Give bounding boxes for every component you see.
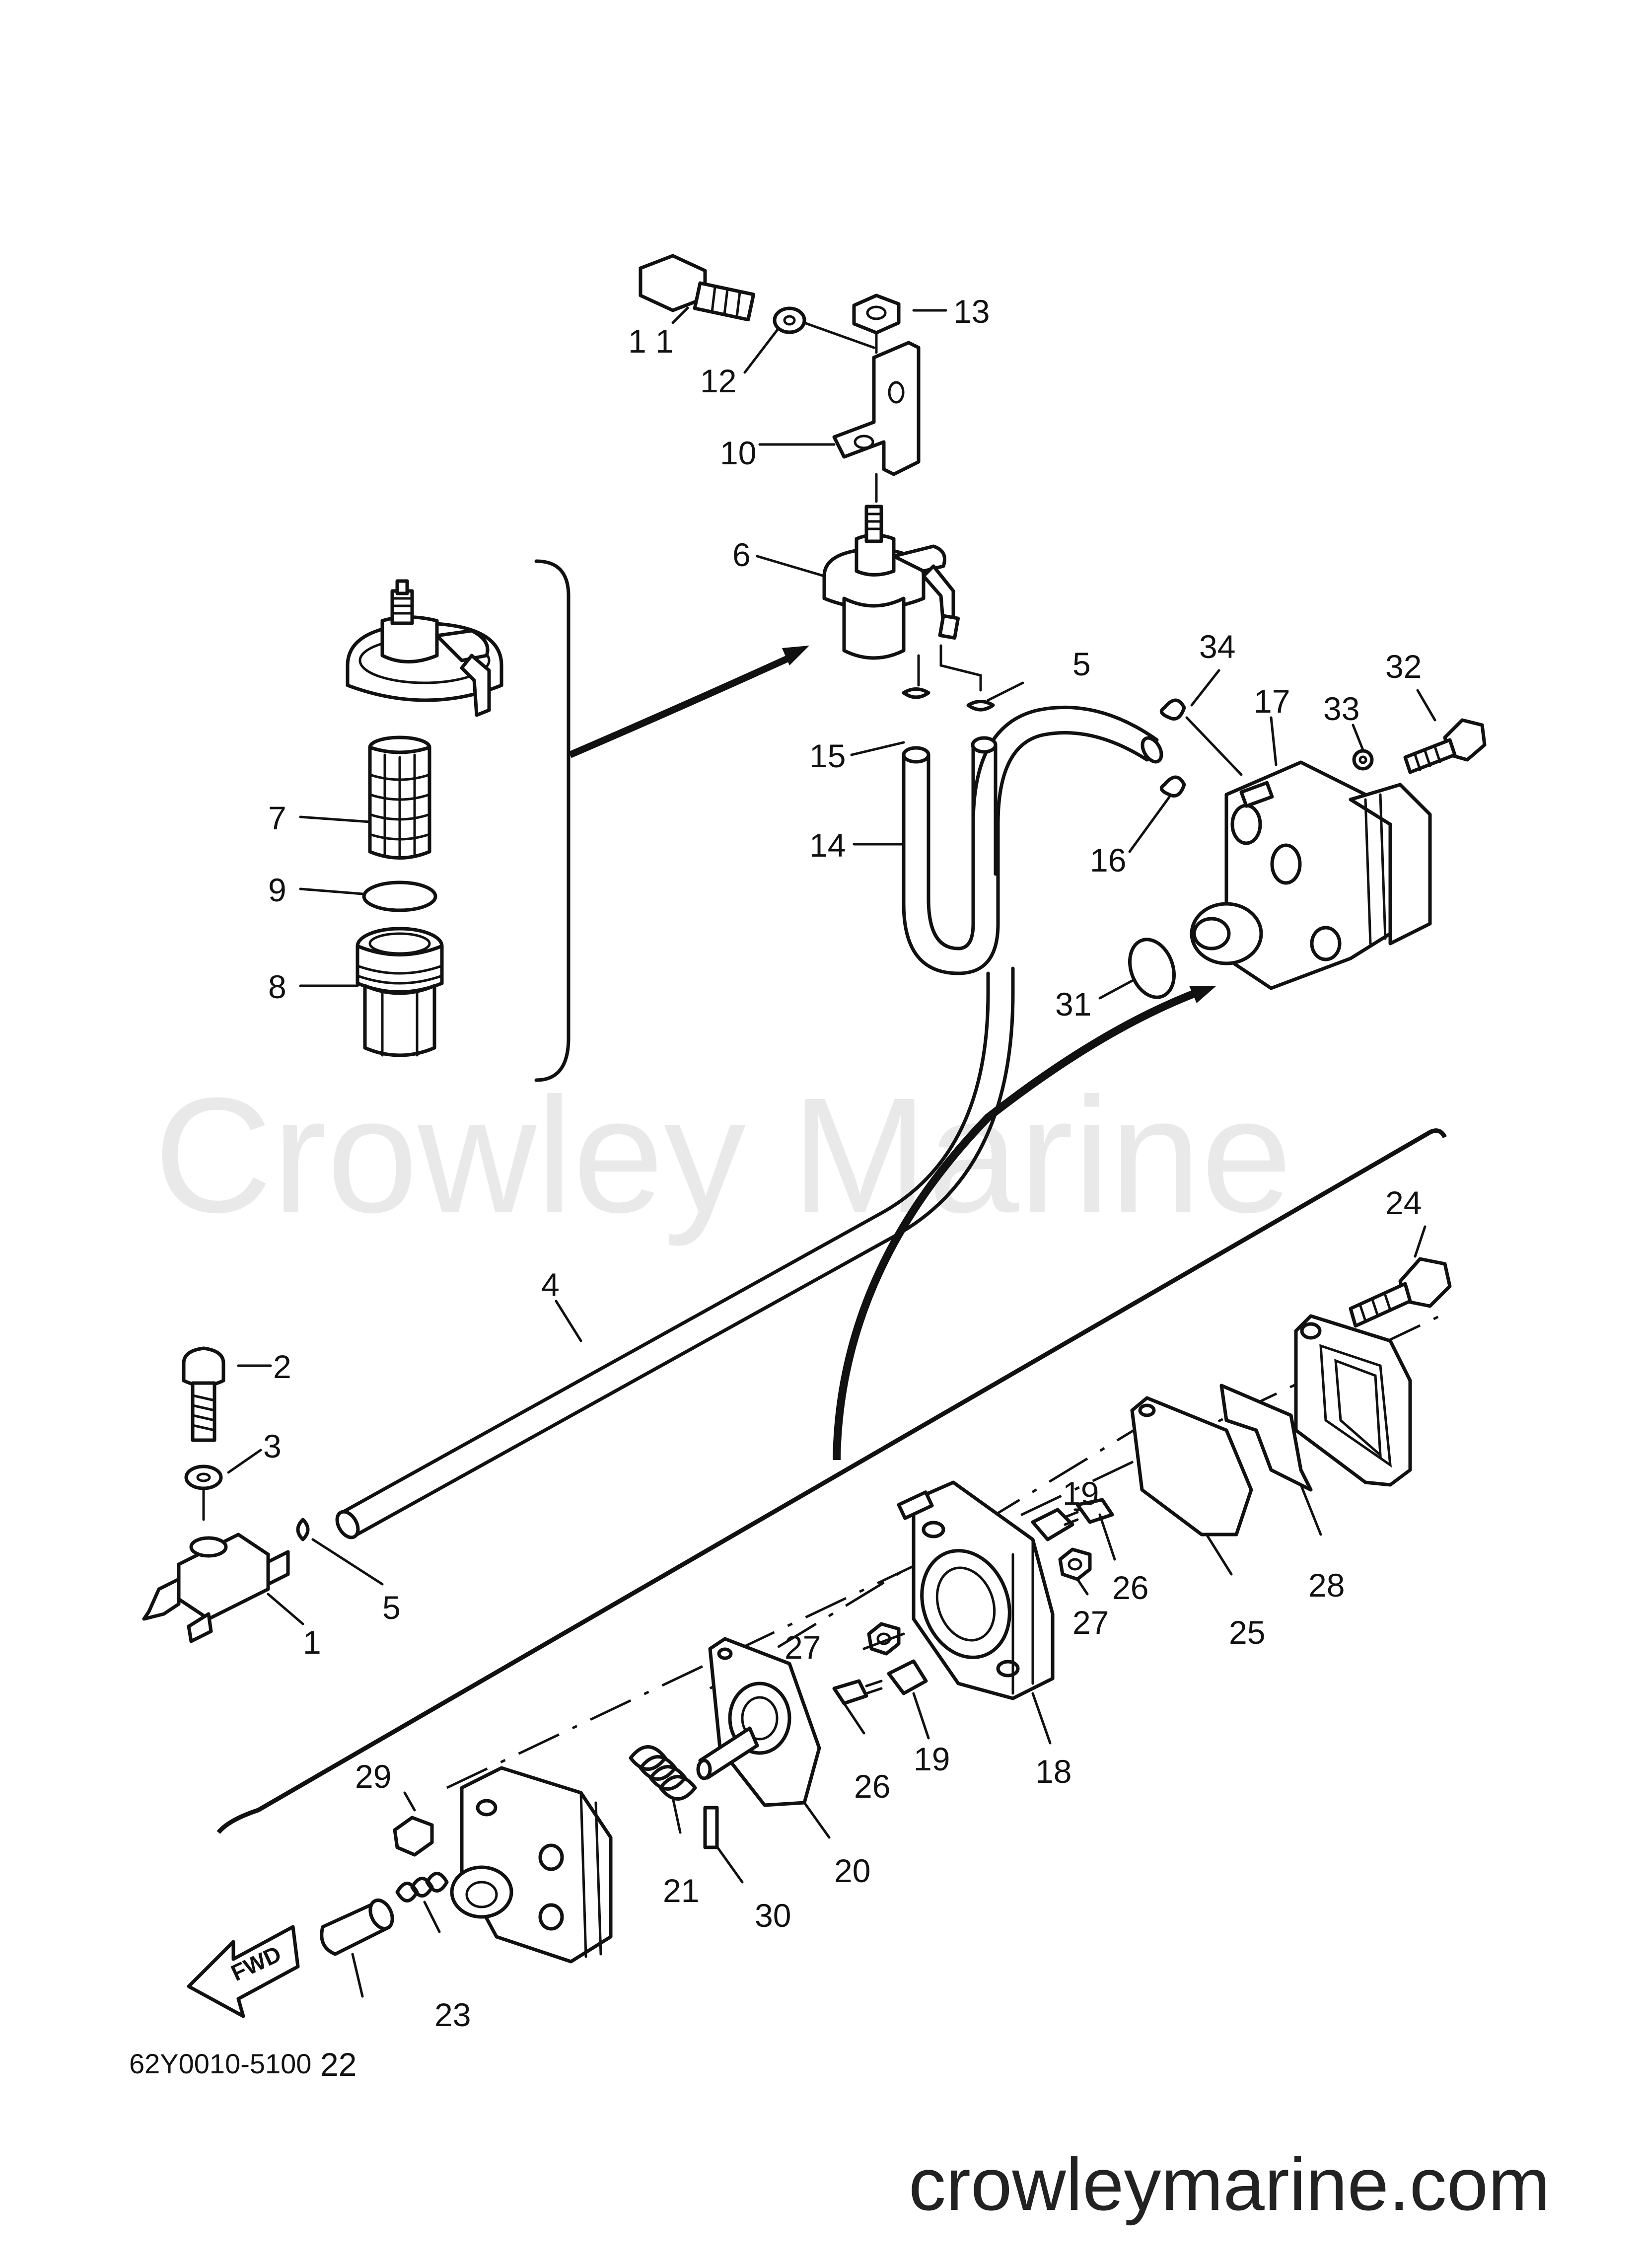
callout-32: 32: [1385, 648, 1422, 685]
clip-16: [1159, 775, 1186, 798]
filter-cup-8: [356, 927, 444, 1057]
gasket-25: [1130, 1396, 1253, 1536]
bolt-24: [1349, 1257, 1452, 1328]
callout-15: 15: [809, 737, 846, 774]
fuel-pump-17: [1190, 760, 1432, 990]
watermark-text: Crowley Marine: [154, 1063, 1292, 1247]
group-bracket: [534, 559, 571, 1082]
callout-18: 18: [1035, 1753, 1071, 1790]
nut-27-left: [867, 1622, 901, 1656]
arrow-to-pump: [833, 987, 1203, 1461]
callout-21: 21: [663, 1872, 699, 1909]
website-url: crowleymarine.com: [909, 2142, 1550, 2226]
bracket-10: [832, 341, 921, 476]
screw-26-lower: [832, 1679, 883, 1705]
washer-12: [773, 306, 806, 334]
callout-20: 20: [834, 1852, 870, 1889]
callout-31: 31: [1055, 986, 1091, 1023]
callout-3: 3: [263, 1428, 282, 1464]
callout-24: 24: [1385, 1184, 1422, 1221]
callout-26-lower: 26: [854, 1768, 890, 1805]
fuel-hose-14: [902, 705, 1163, 975]
callout-2: 2: [273, 1348, 291, 1385]
nut-13: [852, 293, 901, 335]
valve-19-lower: [887, 1659, 928, 1695]
callout-29: 29: [355, 1758, 391, 1795]
spring-23: [395, 1872, 449, 1902]
filter-cap-assembly: [346, 579, 503, 717]
diagram-code: 62Y0010-5100: [129, 2048, 311, 2079]
callout-26-upper: 26: [1112, 1569, 1148, 1606]
callout-1: 1: [303, 1624, 321, 1661]
callout-33: 33: [1323, 690, 1359, 727]
screw-26-upper: [1064, 1498, 1114, 1526]
callout-19-lower: 19: [914, 1741, 950, 1777]
spring-21: [629, 1745, 697, 1801]
fuel-filter-6: [822, 505, 960, 660]
callout-27-left: 27: [785, 1629, 821, 1666]
callout-6: 6: [732, 536, 751, 573]
callout-34: 34: [1199, 628, 1235, 665]
callout-7: 7: [268, 800, 286, 836]
clip-34: [1159, 698, 1186, 721]
screw-2: [182, 1346, 225, 1442]
filter-element-7: [368, 735, 431, 860]
callout-22: 22: [320, 2046, 357, 2083]
callout-9: 9: [268, 872, 286, 908]
diaphragm-20: [696, 1637, 821, 1807]
exploded-bracket-line: [216, 1128, 1447, 1834]
callout-28: 28: [1308, 1567, 1345, 1604]
bolt-11: [639, 254, 756, 322]
washer-3: [184, 1464, 223, 1490]
callout-23: 23: [434, 1996, 471, 2033]
callout-labels: 1 1 12 13 10 6 5 15 14 7 9 8 34 32 17 33…: [263, 293, 1422, 2083]
leader-lines: [227, 306, 1436, 1998]
callout-5-upper: 5: [1072, 646, 1091, 682]
clip-15: [902, 687, 930, 699]
callout-13: 13: [953, 293, 990, 330]
callout-12: 12: [700, 363, 736, 399]
fwd-direction-arrow: FWD: [187, 1925, 300, 2018]
pin-30: [703, 1806, 719, 1849]
clip-5-lower: [296, 1518, 310, 1541]
arrow-to-filter: [569, 652, 796, 758]
callout-8: 8: [268, 968, 286, 1005]
callout-27-right: 27: [1072, 1604, 1109, 1641]
fuel-joint-1: [142, 1533, 290, 1643]
callout-30: 30: [755, 1897, 791, 1934]
nut-29: [393, 1816, 434, 1857]
nut-27-right: [1058, 1547, 1092, 1581]
pump-cover-28: [1219, 1314, 1412, 1492]
callout-16: 16: [1090, 842, 1126, 878]
washer-33: [1352, 749, 1374, 771]
pump-base: [450, 1766, 613, 1964]
bolt-32: [1403, 718, 1487, 774]
callout-10: 10: [720, 435, 756, 471]
clip-5-upper: [966, 700, 995, 712]
o-ring-9: [362, 880, 437, 912]
o-ring-31: [1128, 938, 1176, 999]
fuel-hose-4: [335, 966, 1015, 1539]
pump-body-18: [897, 1480, 1055, 1700]
callout-14: 14: [809, 827, 846, 864]
valve-19-upper: [1031, 1508, 1074, 1541]
callout-25: 25: [1229, 1614, 1265, 1651]
callout-5-lower: 5: [382, 1589, 401, 1626]
callout-4: 4: [541, 1266, 560, 1303]
plunger-22: [320, 1899, 394, 1956]
callout-17: 17: [1254, 683, 1290, 720]
callout-19-upper: 19: [1063, 1475, 1099, 1512]
callout-11: 1 1: [628, 323, 674, 360]
